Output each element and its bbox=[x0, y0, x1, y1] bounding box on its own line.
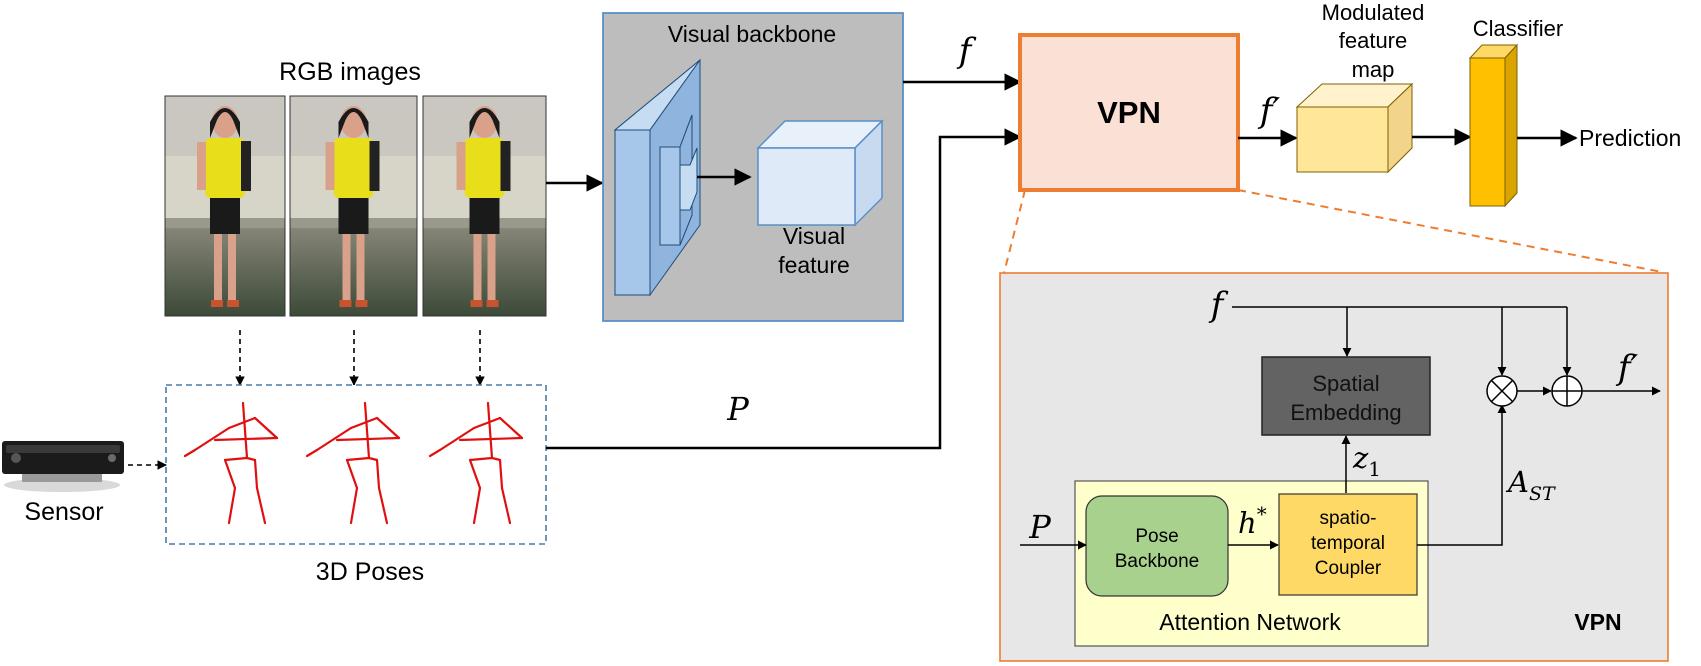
h-star-label: h* bbox=[1238, 502, 1267, 540]
spatial-embedding-label-1: Spatial bbox=[1312, 371, 1379, 396]
h-star-base: h bbox=[1238, 506, 1257, 540]
a-st-base: A bbox=[1505, 465, 1529, 499]
a-st-label: AST bbox=[1505, 465, 1556, 505]
visual-feature-cube bbox=[756, 119, 884, 227]
attention-network-label: Attention Network bbox=[1159, 609, 1341, 635]
rgb-frames bbox=[164, 95, 547, 317]
spatial-embedding-label-2: Embedding bbox=[1290, 400, 1401, 425]
visual-backbone-title: Visual backbone bbox=[668, 21, 836, 47]
z1-label: z1 bbox=[1352, 441, 1381, 481]
pose-skeleton bbox=[183, 401, 279, 525]
classifier-block bbox=[1468, 43, 1519, 208]
pose-skeletons bbox=[183, 401, 524, 525]
vpn-box bbox=[1018, 33, 1240, 192]
vpn-box-label: VPN bbox=[1097, 95, 1161, 130]
zoom-line-left bbox=[1003, 189, 1026, 274]
f-label: f bbox=[956, 31, 977, 71]
coupler-label-2: temporal bbox=[1311, 533, 1385, 554]
rgb-frame bbox=[164, 95, 286, 317]
pose-skeleton bbox=[428, 401, 524, 525]
modulated-label-2: feature bbox=[1339, 28, 1408, 53]
pose-backbone-label-1: Pose bbox=[1135, 526, 1178, 547]
poses-title: 3D Poses bbox=[316, 558, 424, 586]
visual-feature-label-2: feature bbox=[778, 252, 850, 278]
pose-skeleton bbox=[305, 401, 401, 525]
rgb-frame bbox=[289, 95, 418, 317]
sensor-label: Sensor bbox=[24, 498, 103, 526]
z1-base: z bbox=[1352, 441, 1369, 475]
modulated-feature-cube bbox=[1295, 82, 1414, 174]
z1-subscript: 1 bbox=[1368, 457, 1381, 481]
detail-vpn-label: VPN bbox=[1574, 609, 1621, 635]
prediction-label: Prediction bbox=[1579, 125, 1681, 151]
sensor-device-icon bbox=[2, 441, 124, 492]
modulated-label-3: map bbox=[1352, 57, 1395, 82]
cnn-layers-icon bbox=[613, 58, 701, 297]
rgb-frame bbox=[422, 95, 547, 317]
spatio-temporal-coupler-box bbox=[1278, 493, 1418, 596]
modulated-label-1: Modulated bbox=[1322, 0, 1425, 25]
coupler-label-3: Coupler bbox=[1315, 558, 1382, 579]
p-arrow bbox=[546, 128, 1022, 450]
spatial-embedding-box bbox=[1261, 356, 1431, 436]
rgb-images-title: RGB images bbox=[279, 58, 421, 86]
a-st-subscript: ST bbox=[1529, 483, 1556, 505]
a-st-arrow bbox=[1417, 404, 1507, 546]
detail-p-label: P bbox=[1028, 508, 1051, 546]
h-star-superscript: * bbox=[1257, 502, 1267, 526]
zoom-line-right bbox=[1237, 189, 1663, 273]
detail-f-prime-label: f′ bbox=[1615, 348, 1639, 388]
coupler-label-1: spatio- bbox=[1319, 508, 1376, 529]
pose-backbone-label-2: Backbone bbox=[1115, 551, 1200, 572]
p-label: P bbox=[726, 390, 749, 428]
f-prime-label: f′ bbox=[1257, 91, 1281, 131]
add-operator-icon bbox=[1551, 375, 1583, 407]
multiply-operator-icon bbox=[1486, 375, 1518, 407]
classifier-label: Classifier bbox=[1473, 16, 1563, 41]
visual-feature-label-1: Visual bbox=[783, 223, 845, 249]
